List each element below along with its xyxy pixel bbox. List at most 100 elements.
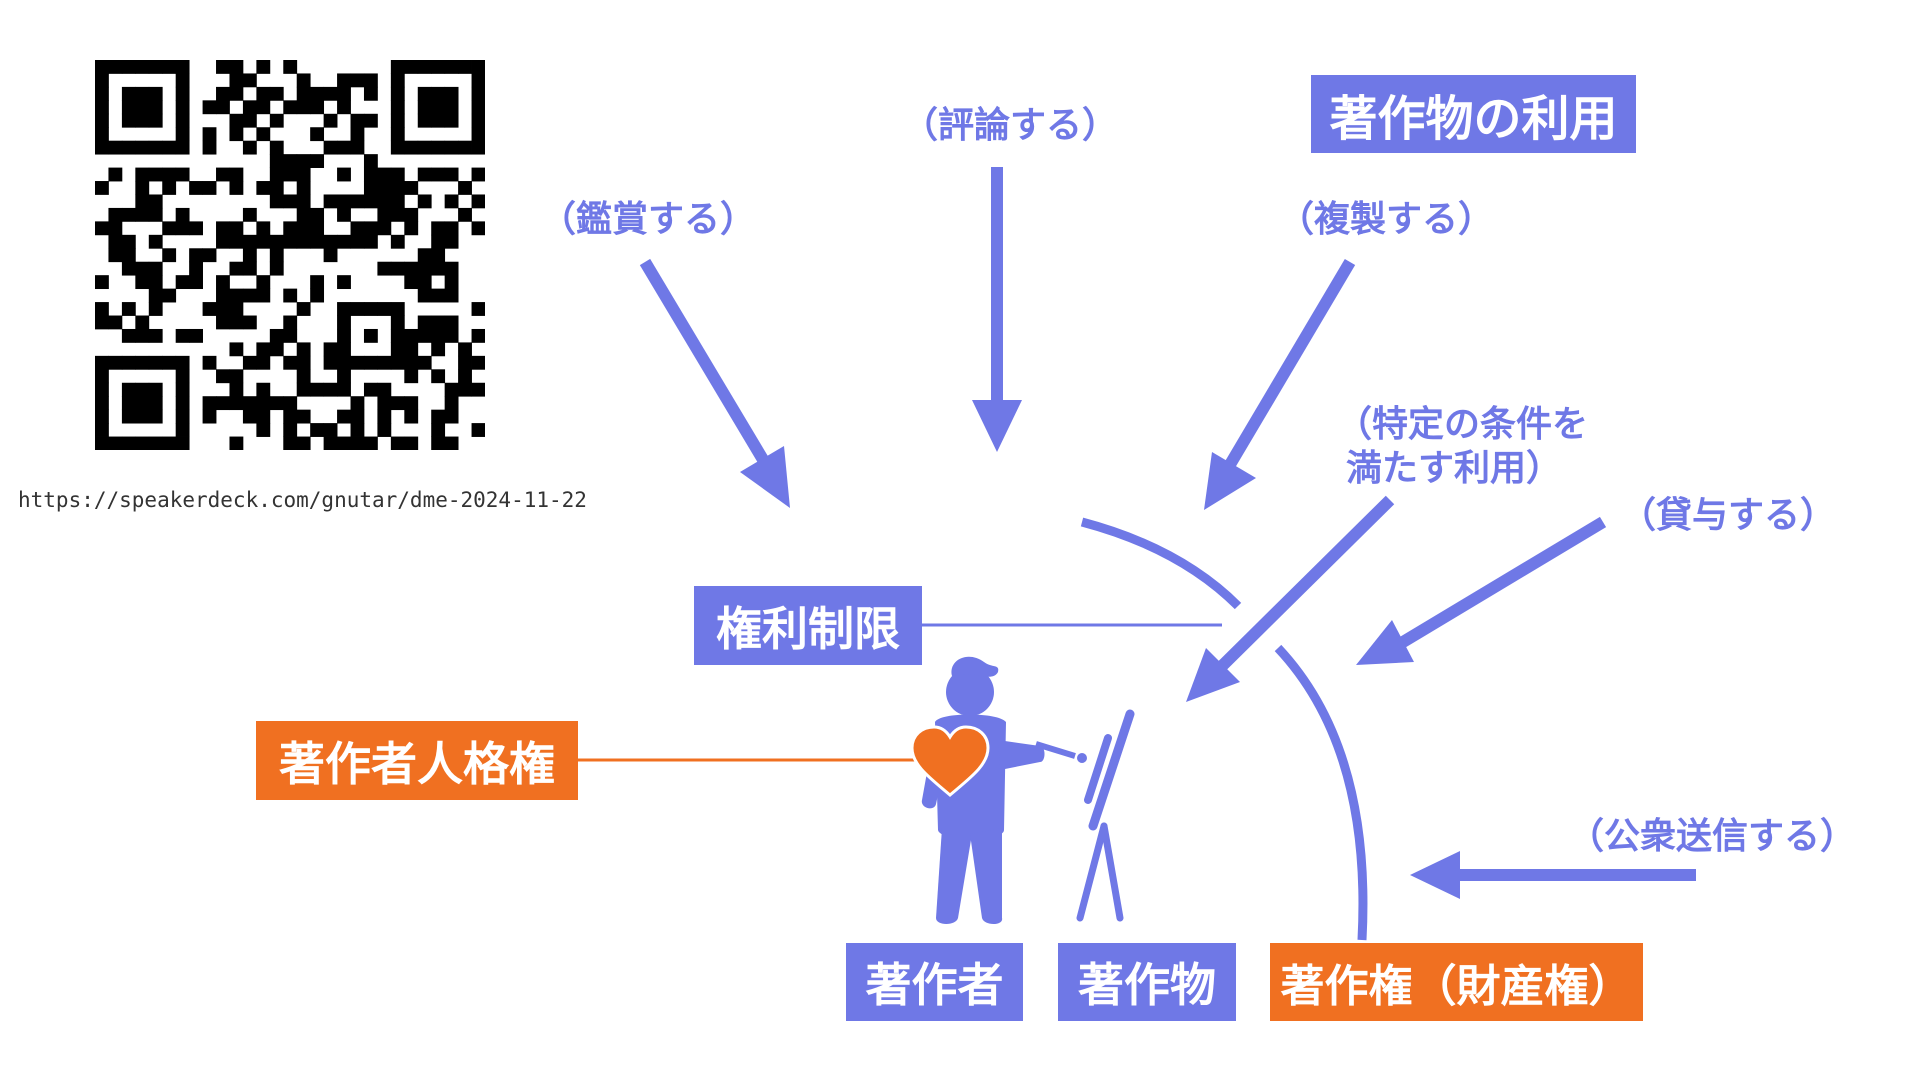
qr-module <box>390 396 405 411</box>
qr-module <box>337 100 351 115</box>
qr-module <box>404 60 419 74</box>
qr-module <box>283 154 298 168</box>
qr-module <box>363 382 378 397</box>
qr-module <box>458 342 472 357</box>
qr-module <box>404 369 419 384</box>
qr-module <box>269 86 284 101</box>
qr-module <box>431 423 446 437</box>
qr-module <box>417 275 432 290</box>
qr-module <box>377 423 392 437</box>
qr-module <box>471 113 485 128</box>
qr-module <box>148 261 163 276</box>
qr-module <box>350 127 365 142</box>
qr-module <box>363 167 378 182</box>
arc-upper <box>1080 517 1242 610</box>
qr-module <box>175 382 190 397</box>
qr-module <box>390 261 405 276</box>
qr-module <box>444 100 459 115</box>
qr-module <box>323 342 338 357</box>
qr-module <box>229 436 244 450</box>
qr-module <box>444 194 459 209</box>
qr-module <box>296 100 311 115</box>
qr-module <box>390 207 405 222</box>
qr-module <box>337 73 351 88</box>
qr-module <box>189 248 203 263</box>
qr-module <box>256 127 271 142</box>
qr-module <box>189 275 203 290</box>
qr-module <box>350 73 365 88</box>
qr-module <box>256 423 271 437</box>
qr-module <box>350 355 365 370</box>
qr-module <box>390 436 405 450</box>
qr-module <box>269 248 284 263</box>
qr-module <box>350 194 365 209</box>
qr-module <box>404 140 419 155</box>
qr-module <box>458 207 472 222</box>
qr-module <box>431 167 446 182</box>
qr-module <box>404 275 419 290</box>
copyright-box: 著作権（財産権） <box>1270 943 1643 1021</box>
qr-module <box>229 181 244 195</box>
qr-module <box>350 140 365 155</box>
qr-module <box>229 73 244 88</box>
qr-module <box>121 409 136 424</box>
qr-module <box>337 315 351 330</box>
qr-module <box>202 409 217 424</box>
qr-module <box>269 140 284 155</box>
qr-module <box>417 355 432 370</box>
qr-module <box>175 409 190 424</box>
qr-module <box>337 207 351 222</box>
qr-module <box>148 396 163 411</box>
easel-icon <box>1076 709 1135 922</box>
qr-module <box>283 221 298 236</box>
qr-module <box>175 73 190 88</box>
qr-module <box>148 60 163 74</box>
qr-module <box>283 436 298 450</box>
qr-module <box>216 369 230 384</box>
qr-module <box>148 355 163 370</box>
qr-code[interactable] <box>95 60 485 450</box>
qr-module <box>310 382 325 397</box>
qr-module <box>175 113 190 128</box>
label-transmit: （公衆送信する） <box>1568 816 1857 857</box>
qr-module <box>417 113 432 128</box>
qr-module <box>162 288 177 303</box>
qr-module <box>216 302 230 316</box>
author-box: 著作者 <box>846 943 1023 1021</box>
qr-module <box>363 194 378 209</box>
qr-module <box>363 355 378 370</box>
qr-module <box>108 315 123 330</box>
qr-module <box>95 423 109 437</box>
qr-module <box>175 127 190 142</box>
qr-module <box>390 194 405 209</box>
qr-module <box>404 396 419 411</box>
qr-module <box>269 328 284 343</box>
qr-module <box>283 355 298 370</box>
qr-module <box>323 234 338 249</box>
qr-module <box>296 234 311 249</box>
qr-url[interactable]: https://speakerdeck.com/gnutar/dme-2024-… <box>18 488 587 512</box>
qr-module <box>283 100 298 115</box>
qr-module <box>458 382 472 397</box>
qr-module <box>229 342 244 357</box>
qr-module <box>296 73 311 88</box>
qr-module <box>148 234 163 249</box>
qr-module <box>229 113 244 128</box>
qr-module <box>135 86 150 101</box>
qr-module <box>471 302 485 316</box>
qr-module <box>404 328 419 343</box>
qr-module <box>216 396 230 411</box>
qr-module <box>431 234 446 249</box>
qr-module <box>256 60 271 74</box>
qr-module <box>296 355 311 370</box>
qr-module <box>162 181 177 195</box>
label-specific-line1: （特定の条件を <box>1336 404 1589 445</box>
limitation-box: 権利制限 <box>694 586 922 665</box>
qr-module <box>417 86 432 101</box>
qr-module <box>471 100 485 115</box>
qr-module <box>350 423 365 437</box>
qr-module <box>417 167 432 182</box>
qr-module <box>390 140 405 155</box>
qr-module <box>337 409 351 424</box>
qr-module <box>256 100 271 115</box>
